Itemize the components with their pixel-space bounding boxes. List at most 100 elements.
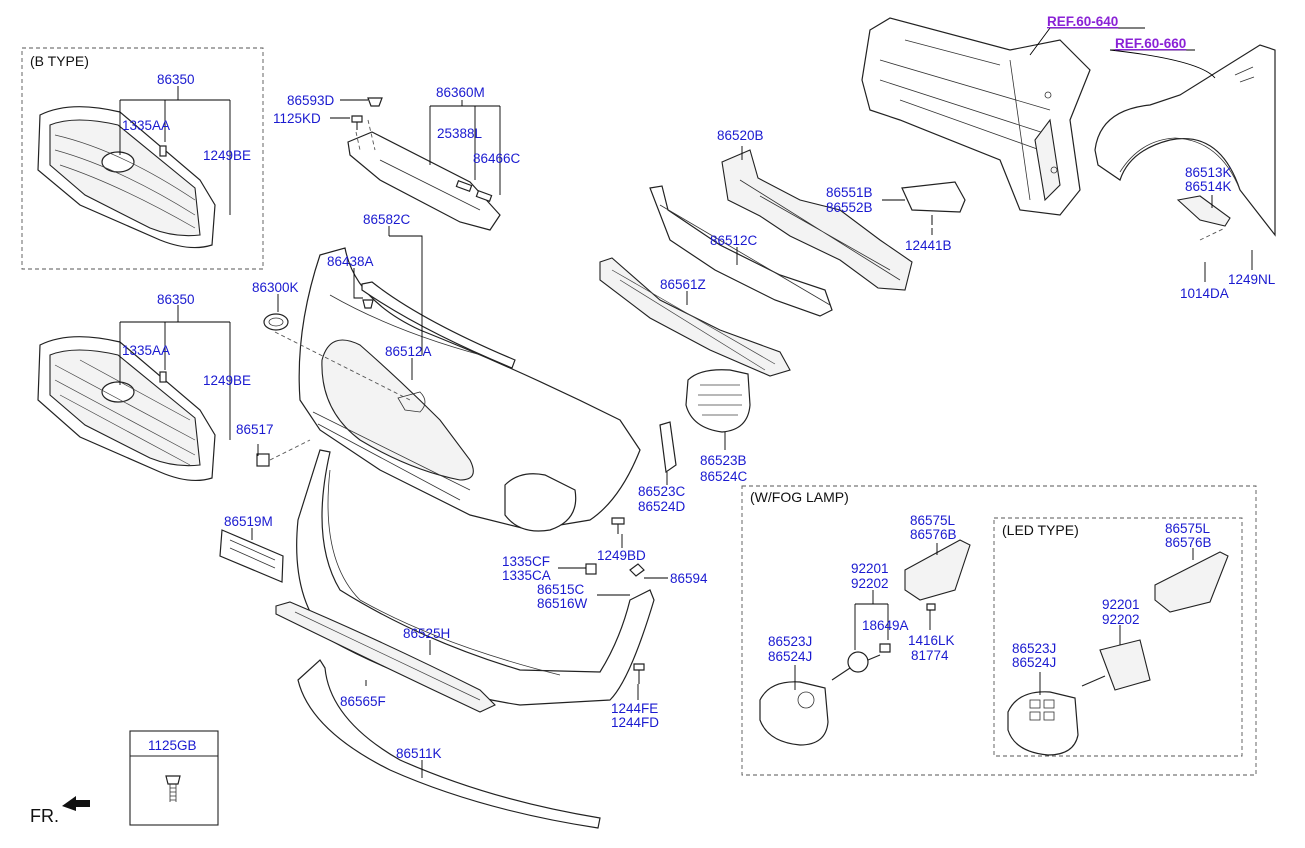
lower-lip-86511K <box>297 659 601 829</box>
front-arrow-icon <box>62 796 90 811</box>
label-1125KD[interactable]: 1125KD <box>273 111 321 126</box>
label-86523J-fog[interactable]: 86523J <box>768 634 812 649</box>
label-1249BE[interactable]: 1249BE <box>203 373 251 388</box>
label-1416LK[interactable]: 1416LK <box>908 633 955 648</box>
label-92202-fog[interactable]: 92202 <box>851 576 889 591</box>
label-86593D[interactable]: 86593D <box>287 93 335 108</box>
side-bracket-86551B <box>901 181 966 225</box>
label-86466C[interactable]: 86466C <box>473 151 521 166</box>
label-86516W[interactable]: 86516W <box>537 596 588 611</box>
clip-86593D-icon <box>367 97 383 107</box>
screw-1249BD-icon <box>611 517 625 534</box>
label-86512C[interactable]: 86512C <box>710 233 758 248</box>
label-86552B[interactable]: 86552B <box>826 200 873 215</box>
label-92201-fog[interactable]: 92201 <box>851 561 889 576</box>
clip-86517-icon <box>256 453 270 467</box>
label-86576B-fog[interactable]: 86576B <box>910 527 957 542</box>
clip-86594-icon <box>629 563 645 577</box>
label-25388L[interactable]: 25388L <box>437 126 483 141</box>
label-86576B-led[interactable]: 86576B <box>1165 535 1212 550</box>
bolt-1125GB-icon <box>165 775 181 802</box>
led-cover-86523J <box>1007 691 1079 756</box>
radiator-grille <box>37 336 216 482</box>
label-92202-led[interactable]: 92202 <box>1102 612 1140 627</box>
label-86515C[interactable]: 86515C <box>537 582 585 597</box>
side-bracket-86523C <box>659 421 677 474</box>
label-86513K[interactable]: 86513K <box>1185 165 1232 180</box>
side-bracket-86513K <box>1176 195 1231 227</box>
label-86511K[interactable]: 86511K <box>396 746 442 761</box>
label-86512A[interactable]: 86512A <box>385 344 432 359</box>
label-86561Z[interactable]: 86561Z <box>660 277 706 292</box>
upper-cover-86360M <box>347 131 501 231</box>
clip-86438A-icon <box>362 299 374 309</box>
label-1335CA[interactable]: 1335CA <box>502 568 551 583</box>
lower-grille <box>599 257 791 377</box>
label-86514K[interactable]: 86514K <box>1185 179 1232 194</box>
label-1249NL[interactable]: 1249NL <box>1228 272 1276 287</box>
upper-reinforcement <box>649 185 833 317</box>
label-86438A[interactable]: 86438A <box>327 254 374 269</box>
label-86582C[interactable]: 86582C <box>363 212 411 227</box>
label-86523C[interactable]: 86523C <box>638 484 686 499</box>
label-86350[interactable]: 86350 <box>157 292 195 307</box>
label-12441B[interactable]: 12441B <box>905 238 952 253</box>
label-86523B[interactable]: 86523B <box>700 453 747 468</box>
label-1335CF[interactable]: 1335CF <box>502 554 550 569</box>
ref-60-660[interactable]: REF.60-660 <box>1115 36 1186 51</box>
energy-absorber <box>721 149 913 291</box>
label-86575L-led[interactable]: 86575L <box>1165 521 1211 536</box>
emblem-86300K <box>263 313 289 331</box>
label-92201-led[interactable]: 92201 <box>1102 597 1140 612</box>
label-81774[interactable]: 81774 <box>911 648 949 663</box>
label-1244FD[interactable]: 1244FD <box>611 715 659 730</box>
fog-bulb-18649A <box>879 643 891 653</box>
skid-plate-86525H <box>275 601 496 713</box>
label-1125GB[interactable]: 1125GB <box>148 738 197 753</box>
fog-lamp-92201 <box>831 651 881 681</box>
label-86551B[interactable]: 86551B <box>826 185 873 200</box>
leader-lines <box>119 27 1253 778</box>
led-type-group-title: (LED TYPE) <box>1002 522 1079 538</box>
label-1335AA[interactable]: 1335AA <box>122 343 170 358</box>
label-86565F[interactable]: 86565F <box>340 694 386 709</box>
label-86594[interactable]: 86594 <box>670 571 708 586</box>
label-1249BD[interactable]: 1249BD <box>597 548 646 563</box>
label-86575L-fog[interactable]: 86575L <box>910 513 956 528</box>
label-1335AA-b-type[interactable]: 1335AA <box>122 118 170 133</box>
ref-60-640[interactable]: REF.60-640 <box>1047 14 1118 29</box>
front-bumper-cover <box>298 247 641 532</box>
screw-1125KD-icon <box>351 115 363 130</box>
led-type-group-frame <box>993 517 1243 757</box>
label-86524C[interactable]: 86524C <box>700 469 748 484</box>
label-1249BE-b-type[interactable]: 1249BE <box>203 148 251 163</box>
garnish-strip-86582C <box>361 281 516 369</box>
label-86523J-led[interactable]: 86523J <box>1012 641 1056 656</box>
led-duct-86575L <box>1154 551 1229 613</box>
part-labels: 86350 1335AA 1249BE 86350 1335AA 1249BE … <box>122 72 1276 761</box>
bolt-1244FE-icon <box>633 663 645 684</box>
label-86524D[interactable]: 86524D <box>638 499 686 514</box>
label-86360M[interactable]: 86360M <box>436 85 485 100</box>
b-type-group-title: (B TYPE) <box>30 53 89 69</box>
label-1244FE[interactable]: 1244FE <box>611 701 658 716</box>
led-lamp-92201 <box>1081 639 1151 691</box>
label-86350-b-type[interactable]: 86350 <box>157 72 195 87</box>
label-86300K[interactable]: 86300K <box>252 280 299 295</box>
label-18649A[interactable]: 18649A <box>862 618 909 633</box>
label-1014DA[interactable]: 1014DA <box>1180 286 1229 301</box>
front-direction-label: FR. <box>30 806 59 826</box>
radiator-support-body <box>861 17 1091 216</box>
fog-lamp-cover <box>685 369 751 433</box>
label-86524J-led[interactable]: 86524J <box>1012 655 1056 670</box>
license-plate-bracket <box>219 529 284 583</box>
label-86524J-fog[interactable]: 86524J <box>768 649 812 664</box>
fender-body <box>1094 44 1276 237</box>
fog-lamp-group-title: (W/FOG LAMP) <box>750 489 849 505</box>
label-86520B[interactable]: 86520B <box>717 128 764 143</box>
clip-1416LK-icon <box>926 603 936 611</box>
label-86525H[interactable]: 86525H <box>403 626 450 641</box>
label-86517[interactable]: 86517 <box>236 422 274 437</box>
label-86519M[interactable]: 86519M <box>224 514 273 529</box>
